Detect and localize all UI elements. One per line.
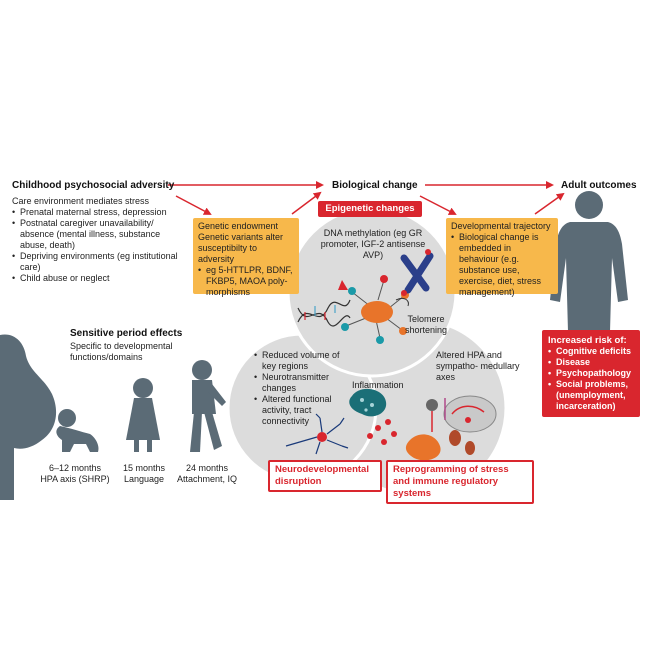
caption-age: 6–12 months [48,463,102,473]
risk-item: Social problems, (unemployment, incarcer… [548,379,634,412]
caption-age: 24 months [185,463,229,473]
genetic-subtitle: Genetic variants alter susceptibilty to … [198,232,284,264]
arrow-adversity-to-genetic [175,195,212,215]
methylation-nucleosome-icon [338,275,409,344]
adversity-item: Depriving environments (eg institutional… [12,251,180,273]
infant-crawling-silhouette [56,409,99,452]
adversity-item: Child abuse or neglect [12,273,180,284]
epigenetic-changes-label: Epigenetic changes [318,201,422,217]
trajectory-item: Biological change is embedded in behavio… [451,232,553,298]
neuro-panel: Reduced volume of key regions Neurotrans… [254,350,346,427]
genetic-item: eg 5-HTTLPR, BDNF, FKBP5, MAOA poly-morp… [198,265,294,298]
caption-domain: Language [123,474,165,484]
developmental-trajectory-box: Developmental trajectory Biological chan… [446,218,558,297]
genetic-title: Genetic endowment [198,221,279,231]
risk-item: Cognitive deficits [548,346,634,357]
adversity-item: Prenatal maternal stress, depression [12,207,180,218]
neuro-item: Altered functional activity, tract conne… [254,394,346,427]
toddler-standing-silhouette [126,378,160,452]
adrenal-icon [405,430,475,461]
dna-methylation-text: DNA methylation (eg GR promoter, IGF-2 a… [320,228,426,260]
sensitive-period-title: Sensitive period effects [70,328,183,339]
adversity-panel: Care environment mediates stress Prenata… [12,196,180,284]
risk-list: Cognitive deficits Disease Psychopatholo… [548,346,634,412]
neuro-item: Neurotransmitter changes [254,372,346,394]
caption-domain: Attachment, IQ [176,474,238,484]
header-adversity: Childhood psychosocial adversity [12,180,175,191]
header-adult-outcomes: Adult outcomes [561,180,637,191]
caption-age: 15 months [122,463,166,473]
arrow-trajectory-to-outcomes [534,192,565,215]
risk-item: Psychopathology [548,368,634,379]
risk-item: Disease [548,357,634,368]
adversity-intro: Care environment mediates stress [12,196,150,206]
trajectory-title: Developmental trajectory [451,221,551,231]
arrow-biological-to-trajectory [419,195,457,215]
neuro-item: Reduced volume of key regions [254,350,346,372]
pregnant-woman-silhouette [0,334,57,500]
trajectory-list: Biological change is embedded in behavio… [451,232,553,298]
sensitive-period-subtitle: Specific to developmental functions/doma… [70,341,173,362]
risk-title: Increased risk of: [548,335,627,346]
telomere-text: Telomere shortening [404,314,448,335]
genetic-endowment-box: Genetic endowment Genetic variants alter… [193,218,299,297]
caption-24-months: 24 months Attachment, IQ [170,463,244,485]
inflammation-cell-icon [349,388,397,445]
adversity-item: Postnatal caregiver unavailability/ abse… [12,218,180,251]
caption-6-12-months: 6–12 months HPA axis (SHRP) [40,463,110,485]
caption-domain: HPA axis (SHRP) [40,474,110,484]
dna-helix-icon [297,299,351,327]
child-walking-silhouette [190,360,226,452]
hpa-text: Altered HPA and sympatho- medullary axes [436,350,520,382]
header-biological-change: Biological change [332,180,418,191]
chromosome-icon [395,249,434,307]
brain-icon [443,395,497,433]
genetic-list: eg 5-HTTLPR, BDNF, FKBP5, MAOA poly-morp… [198,265,294,298]
neuro-list: Reduced volume of key regions Neurotrans… [254,350,346,427]
arrow-genetic-to-biological [291,191,322,215]
neurodevelopmental-disruption-label: Neurodevelopmental disruption [268,460,382,492]
inflammation-text: Inflammation [352,380,404,390]
reprogramming-label: Reprogramming of stress and immune regul… [386,460,534,504]
increased-risk-box: Increased risk of: Cognitive deficits Di… [542,330,640,417]
caption-15-months: 15 months Language [112,463,176,485]
adversity-list: Prenatal maternal stress, depression Pos… [12,207,180,284]
nerve-icon [426,398,446,432]
